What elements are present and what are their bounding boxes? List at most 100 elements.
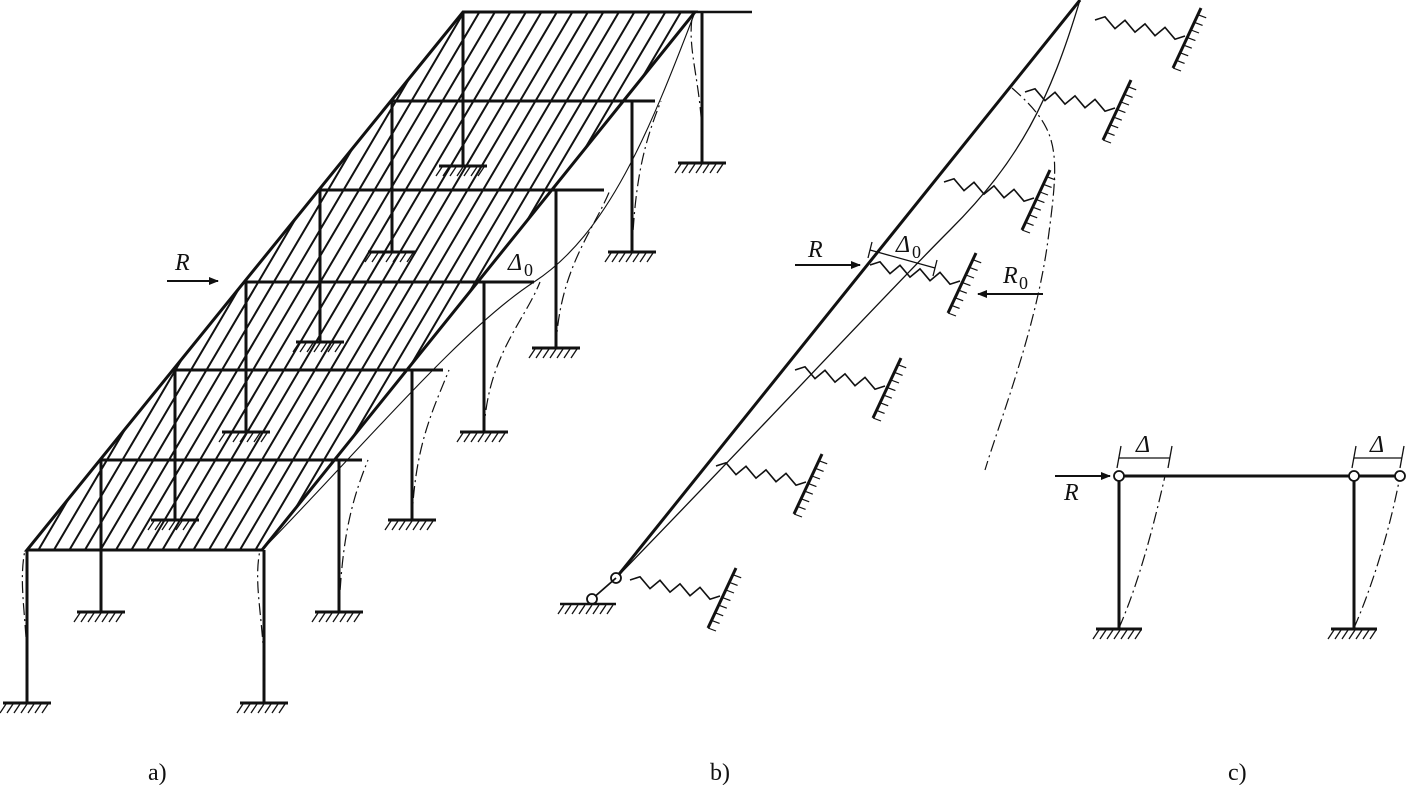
applied-force-arrow-c: R: [1055, 472, 1111, 506]
hatch-line: [279, 12, 612, 550]
svg-text:Δ: Δ: [1135, 432, 1150, 458]
spring-support: [715, 453, 828, 518]
deflection-curve: [483, 281, 541, 433]
hatch-line: [699, 0, 1029, 560]
hatch-line: [27, 12, 100, 550]
displacement-dimension-b: Δ 0: [867, 232, 938, 277]
spring-support: [943, 169, 1056, 234]
hatch-line: [481, 12, 695, 550]
hatch-line: [295, 12, 627, 550]
hatch-line: [0, 0, 22, 560]
hatch-line: [140, 12, 472, 550]
fixed-support: [1092, 627, 1142, 640]
hatch-line: [341, 12, 674, 550]
deflection-curve: [21, 549, 29, 704]
hinge-left: [1113, 470, 1125, 482]
hatch-line: [27, 12, 131, 550]
deflection-curve: [338, 459, 369, 613]
hatch-tick: [557, 604, 565, 615]
reaction-label: R: [1002, 263, 1018, 289]
reaction-subscript: 0: [1019, 273, 1028, 293]
hatch-tick: [606, 604, 614, 615]
spring-support: [1024, 79, 1137, 144]
hatch-line: [27, 12, 54, 550]
spring-support: [869, 252, 982, 317]
deflected-shapes: [21, 11, 703, 704]
deflection-left: [1118, 475, 1166, 629]
svg-text:0: 0: [524, 260, 533, 280]
hinge-far-right: [1394, 470, 1406, 482]
hatch-tick: [578, 604, 586, 615]
hatch-line: [450, 12, 695, 550]
applied-force-arrow: R: [167, 250, 219, 285]
applied-force-arrow-b: R: [795, 237, 861, 269]
deflection-curve: [411, 369, 450, 521]
caption-c: c): [1228, 760, 1247, 785]
panel-c: Δ Δ R c): [1055, 432, 1406, 785]
hatch-line: [715, 0, 1045, 560]
hatch-tick: [599, 604, 607, 615]
deflection-curve: [690, 11, 703, 164]
hatch-line: [202, 12, 534, 550]
caption-a: a): [148, 760, 167, 785]
panel-b: R R 0 Δ 0 b): [557, 0, 1207, 785]
hatch-line: [27, 12, 38, 550]
hatch-line: [0, 0, 6, 560]
hatch-tick: [585, 604, 593, 615]
deflection-curve: [257, 549, 265, 704]
hatch-line: [27, 12, 162, 550]
fixed-support: [456, 430, 508, 443]
fixed-support: [292, 340, 344, 353]
fixed-support: [674, 161, 726, 174]
fixed-support: [435, 164, 487, 177]
fixed-support: [218, 430, 270, 443]
hatch-line: [465, 12, 695, 550]
hatch-line: [496, 12, 695, 550]
deflected-slab-edge: [261, 11, 696, 551]
hatch-line: [171, 12, 503, 550]
hatch-line: [27, 12, 193, 550]
hatch-line: [636, 12, 695, 550]
force-label-a: R: [174, 250, 190, 276]
slab-edge-line: [614, 0, 1082, 579]
hatch-line: [264, 12, 596, 550]
svg-text:Δ: Δ: [1369, 432, 1384, 458]
svg-text:Δ: Δ: [507, 250, 522, 276]
svg-text:0: 0: [912, 242, 921, 262]
hatch-line: [372, 12, 695, 550]
hatch-line: [186, 12, 519, 550]
spring-support: [629, 567, 742, 632]
hatch-line: [589, 12, 695, 550]
hatch-tick: [571, 604, 579, 615]
frame-columns: [0, 12, 726, 714]
hinge-right: [1348, 470, 1360, 482]
hatch-line: [233, 12, 565, 550]
hatch-line: [527, 12, 695, 550]
hatch-line: [558, 12, 695, 550]
hatch-line: [124, 12, 457, 550]
reaction-arrow: R 0: [977, 263, 1043, 298]
fixed-support: [604, 250, 656, 263]
svg-text:Δ: Δ: [895, 232, 910, 258]
fixed-support: [0, 701, 51, 714]
deflection-curve: [555, 189, 611, 349]
hatch-tick: [592, 604, 600, 615]
portal-fixed-supports: [1092, 627, 1377, 640]
hatch-line: [27, 12, 302, 550]
hatch-line: [434, 12, 695, 550]
hatch-line: [667, 12, 695, 550]
fixed-support: [311, 610, 363, 623]
hatch-line: [248, 12, 581, 550]
drift-dimension-right: Δ: [1351, 432, 1405, 469]
force-label-b: R: [807, 237, 823, 263]
hatch-line: [93, 12, 426, 550]
hatch-line: [27, 12, 147, 550]
hatch-line: [326, 12, 658, 550]
hatch-line: [512, 12, 695, 550]
hatch-line: [27, 12, 85, 550]
deflection-right: [1353, 475, 1401, 629]
fixed-support: [364, 250, 416, 263]
panel-a: R Δ 0 a): [0, 0, 1045, 785]
